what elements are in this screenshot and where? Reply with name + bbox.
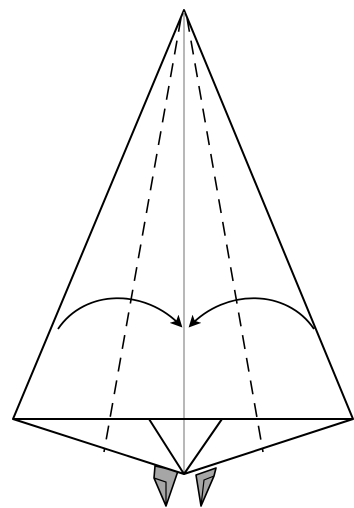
flap-right	[196, 468, 216, 506]
kite-outline	[13, 10, 353, 474]
